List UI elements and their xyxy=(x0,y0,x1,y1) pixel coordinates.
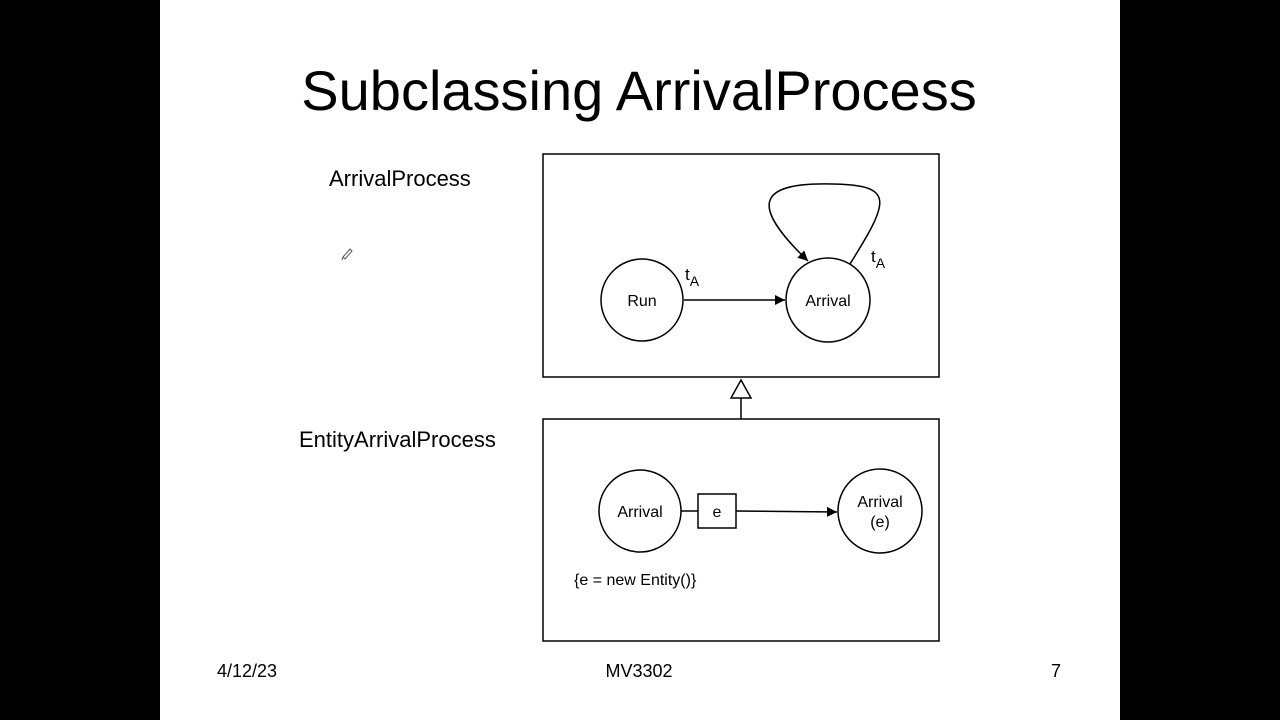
run-arrival-delay-label: tA xyxy=(685,265,700,289)
arrival-node-top xyxy=(785,257,871,343)
footer-date: 4/12/23 xyxy=(217,661,278,681)
run-node-label: Run xyxy=(627,293,656,310)
run-node xyxy=(600,258,684,342)
arrival-node-bottom-label: Arrival xyxy=(617,504,662,521)
param-to-arrival-e-edge xyxy=(735,506,838,517)
top-class-label: ArrivalProcess xyxy=(329,166,471,191)
bottom-class-label: EntityArrivalProcess xyxy=(299,427,496,452)
pencil-icon xyxy=(341,248,353,261)
page-number: 7 xyxy=(1051,661,1062,681)
class-diagram: Run Arrival tA tA Arrival Arrival (e) e … xyxy=(341,153,940,642)
footer-course: MV3302 xyxy=(605,661,673,681)
self-loop-delay-label: tA xyxy=(871,247,886,271)
slide: Subclassing ArrivalProcess ArrivalProces… xyxy=(160,0,1120,720)
slide-title: Subclassing ArrivalProcess xyxy=(301,59,977,122)
arrival-node-top-label: Arrival xyxy=(805,293,850,310)
edge-parameter-label: e xyxy=(713,504,722,521)
arrival-e-node-label-line1: Arrival xyxy=(857,494,902,511)
arrival-e-node xyxy=(837,468,923,554)
arrival-e-node-label-line2: (e) xyxy=(870,514,890,531)
inheritance-triangle-icon xyxy=(729,378,753,399)
state-transition-label: {e = new Entity()} xyxy=(574,572,697,589)
arrival-self-loop-edge xyxy=(768,183,881,265)
